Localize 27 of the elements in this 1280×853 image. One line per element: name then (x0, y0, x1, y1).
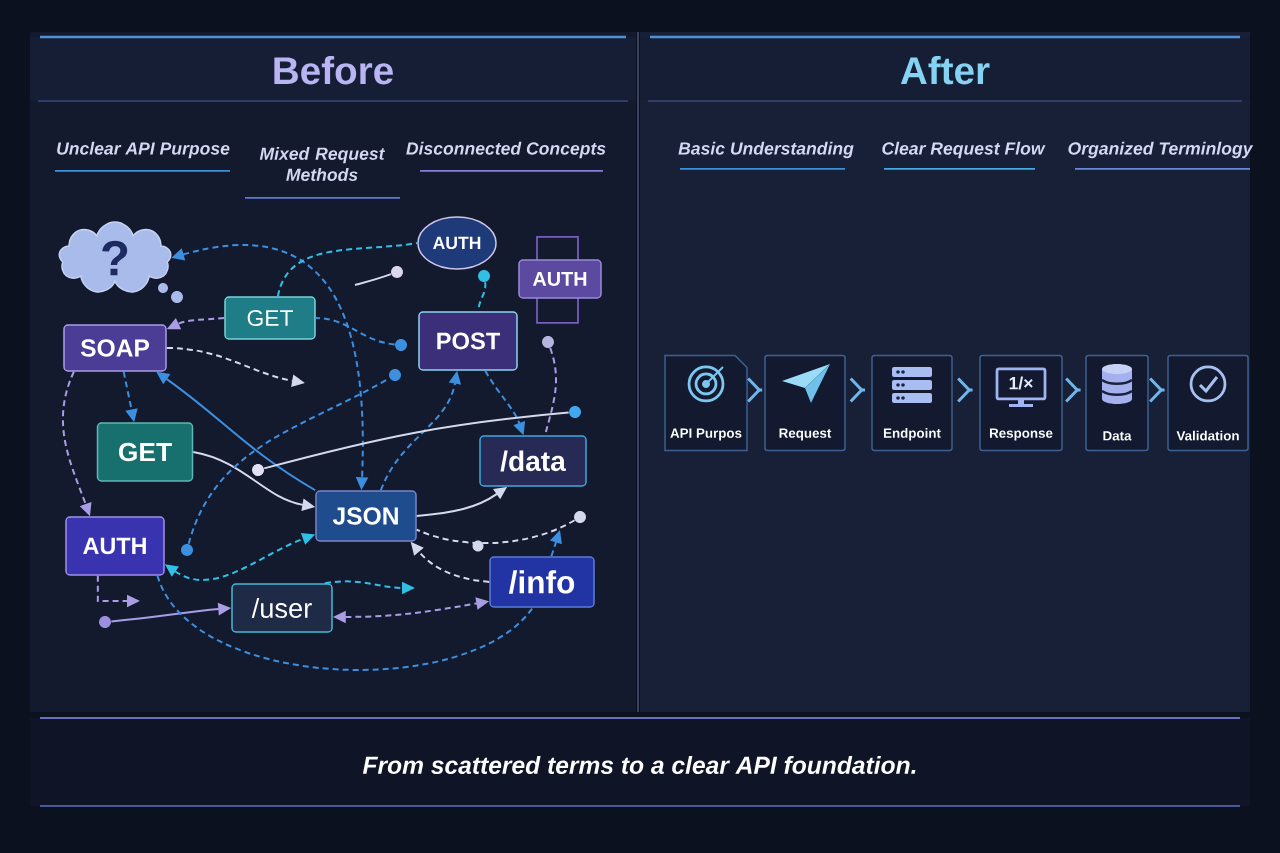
dashed-line (415, 519, 576, 544)
term-box: POST (418, 311, 518, 371)
thought-cloud: ? (58, 221, 183, 303)
dashed-line (276, 242, 419, 298)
step-card: API Purpos (664, 354, 748, 452)
term-box: AUTH (518, 236, 602, 324)
term-box: GET (224, 296, 316, 340)
caption-band: From scattered terms to a clear API foundation. (30, 717, 1250, 807)
term-box: /info (489, 556, 595, 608)
subtitle: Disconnected Concepts (406, 141, 606, 159)
step-card: Request (764, 354, 846, 452)
term-box: JSON (315, 490, 417, 542)
subtitle: Unclear API Purpose (57, 141, 230, 159)
term-box: /user (231, 583, 333, 633)
step-card: Validation (1167, 354, 1249, 452)
subtitle: Mixed Request Methods (259, 147, 386, 181)
subtitle: Basic Understanding (678, 141, 854, 159)
subtitle: Clear Request Flow (882, 141, 1046, 159)
term-box: SOAP (63, 324, 167, 372)
dashed-line (156, 574, 534, 671)
term-box: /data (479, 435, 587, 487)
connector-line (263, 411, 570, 470)
screen-text: 1/× (1009, 376, 1033, 390)
connector-line (354, 273, 393, 286)
term-box: AUTH (65, 516, 165, 576)
dashed-line (314, 317, 396, 346)
term-box: GET (96, 422, 194, 482)
